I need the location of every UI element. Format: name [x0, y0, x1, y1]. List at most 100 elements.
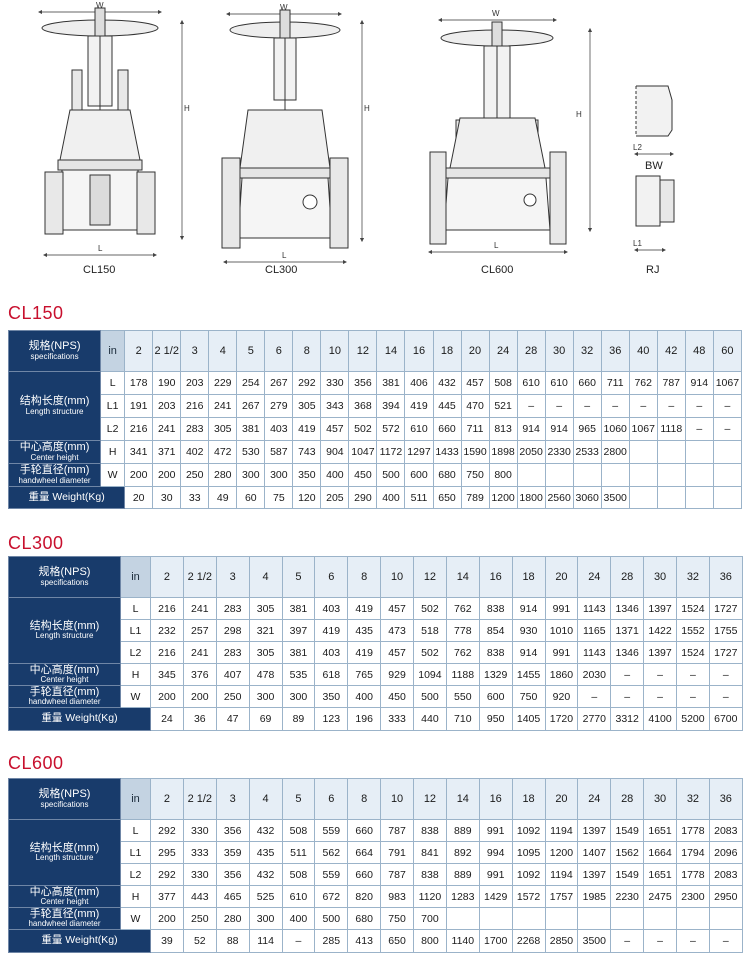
value-cell: 502 [413, 641, 447, 664]
size-cell: 4 [208, 330, 238, 372]
value-cell: 330 [320, 371, 350, 395]
value-cell: 241 [208, 394, 238, 418]
valve-cl300-drawing [221, 9, 365, 265]
value-cell: 432 [248, 863, 283, 886]
value-cell: 400 [347, 685, 382, 708]
value-cell: 250 [215, 685, 250, 708]
handwheel-label: 手轮直径(mm)handwheel diameter [8, 685, 121, 708]
row-code: L2 [100, 417, 126, 441]
value-cell: 889 [445, 863, 480, 886]
value-cell: 1143 [577, 641, 612, 664]
size-cell: 16 [404, 330, 434, 372]
value-cell: 500 [376, 463, 406, 487]
size-cell: 24 [577, 556, 612, 598]
value-cell: 330 [182, 819, 217, 842]
value-cell: 2083 [708, 819, 743, 842]
value-cell: 1651 [643, 863, 677, 886]
value-cell: 435 [248, 841, 283, 864]
row-code: W [120, 907, 151, 930]
value-cell: 400 [281, 907, 316, 930]
value-cell: 991 [478, 819, 513, 842]
value-cell: 381 [281, 641, 316, 664]
value-cell: 2533 [572, 440, 602, 464]
value-cell: 216 [180, 394, 210, 418]
value-cell [712, 486, 743, 509]
value-cell: 600 [478, 685, 513, 708]
value-cell: 892 [445, 841, 480, 864]
dim-w-cl150: W [96, 1, 104, 10]
row-code: H [120, 885, 151, 908]
size-cell: 10 [320, 330, 350, 372]
spec-table-cl600: 规格(NPS)specifications in 2 2 1/2 3 4 5 6… [8, 778, 743, 953]
value-cell: 2268 [511, 929, 546, 953]
size-cell: 20 [460, 330, 490, 372]
size-cell: 18 [432, 330, 462, 372]
dim-l-cl300: L [282, 251, 287, 260]
value-cell: 280 [215, 907, 250, 930]
value-cell: 279 [264, 394, 294, 418]
row-code: W [100, 463, 126, 487]
value-cell: 700 [413, 907, 447, 930]
value-cell: 787 [656, 371, 686, 395]
value-cell: 457 [460, 371, 490, 395]
value-cell: 1549 [610, 819, 645, 842]
value-cell: 1397 [643, 641, 677, 664]
value-cell: 508 [281, 819, 316, 842]
value-cell: 1720 [544, 707, 579, 731]
unit-in: in [120, 556, 151, 598]
value-cell: 778 [445, 619, 480, 642]
value-cell: – [610, 929, 645, 953]
value-cell: 200 [124, 463, 154, 487]
value-cell [684, 463, 714, 487]
value-cell: 123 [314, 707, 349, 731]
center-height-label: 中心高度(mm)Center height [8, 885, 121, 908]
value-cell: 600 [404, 463, 434, 487]
value-cell: 52 [182, 929, 217, 953]
value-cell: 650 [432, 486, 462, 509]
value-cell: 711 [460, 417, 490, 441]
value-cell: 1094 [413, 663, 447, 686]
value-cell: 2050 [516, 440, 546, 464]
value-cell: – [628, 394, 658, 418]
valve-drawings-svg [37, 7, 675, 265]
value-cell: 381 [376, 371, 406, 395]
value-cell [628, 440, 658, 464]
end-detail-drawing [633, 85, 675, 253]
size-cell: 4 [248, 556, 283, 598]
value-cell: 381 [281, 597, 316, 620]
value-cell: 24 [150, 707, 184, 731]
size-cell: 32 [572, 330, 602, 372]
size-cell: 6 [314, 778, 349, 820]
value-cell: 283 [215, 641, 250, 664]
value-cell: 413 [347, 929, 382, 953]
value-cell [708, 907, 743, 930]
value-cell: 820 [347, 885, 382, 908]
value-cell: 1067 [712, 371, 743, 395]
size-cell: 20 [544, 556, 579, 598]
size-cell: 18 [511, 778, 546, 820]
size-cell: 30 [643, 556, 677, 598]
size-cell: 2 1/2 [152, 330, 182, 372]
value-cell [656, 486, 686, 509]
value-cell: 450 [380, 685, 414, 708]
value-cell: 432 [432, 371, 462, 395]
value-cell: 292 [150, 863, 184, 886]
value-cell: – [643, 663, 677, 686]
value-cell: 2083 [708, 863, 743, 886]
length-label: 结构长度(mm)Length structure [7, 371, 102, 441]
value-cell: 450 [348, 463, 378, 487]
value-cell [577, 907, 612, 930]
value-cell: 508 [488, 371, 518, 395]
value-cell: 1118 [656, 417, 686, 441]
value-cell: 530 [236, 440, 266, 464]
value-cell: 1060 [600, 417, 630, 441]
size-cell: 2 [124, 330, 154, 372]
value-cell: 1651 [643, 819, 677, 842]
value-cell: 660 [432, 417, 462, 441]
value-cell: 305 [208, 417, 238, 441]
value-cell: 550 [445, 685, 480, 708]
unit-in: in [100, 330, 126, 372]
spec-label: 规格(NPS)specifications [8, 778, 121, 820]
value-cell [684, 440, 714, 464]
value-cell: 1755 [708, 619, 743, 642]
